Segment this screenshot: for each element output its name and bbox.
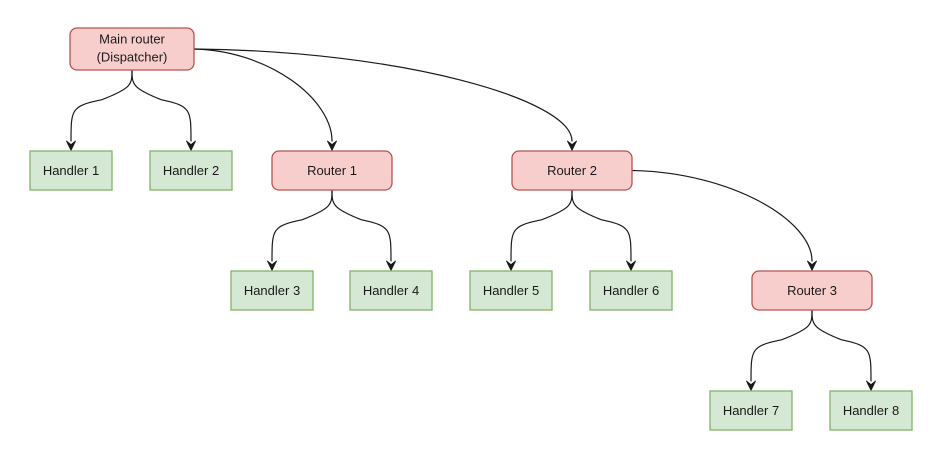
handler-box[interactable] xyxy=(230,270,314,311)
edge-main-router-to-handler-1 xyxy=(66,69,133,151)
edge-line xyxy=(193,48,573,142)
arrow-head-icon xyxy=(66,140,76,151)
handler-box[interactable] xyxy=(589,270,673,311)
edge-line xyxy=(571,189,632,262)
node-handler-4[interactable]: Handler 4 xyxy=(349,270,433,311)
node-main-router[interactable]: Main router(Dispatcher) xyxy=(69,27,195,71)
router-box[interactable] xyxy=(511,150,633,191)
node-handler-2[interactable]: Handler 2 xyxy=(149,150,233,191)
node-handler-8[interactable]: Handler 8 xyxy=(829,390,913,431)
edge-line xyxy=(750,309,813,382)
node-router-2[interactable]: Router 2 xyxy=(511,150,633,191)
handler-box[interactable] xyxy=(709,390,793,431)
arrow-head-icon xyxy=(506,260,516,271)
edge-router-2-to-handler-6 xyxy=(571,189,636,271)
arrow-head-icon xyxy=(626,260,636,271)
router-box[interactable] xyxy=(751,270,873,311)
edge-router-1-to-handler-4 xyxy=(331,189,396,271)
handler-box[interactable] xyxy=(349,270,433,311)
edge-line xyxy=(331,189,392,262)
arrow-head-icon xyxy=(267,260,277,271)
arrow-head-icon xyxy=(327,140,337,151)
edge-line xyxy=(271,189,333,262)
node-layer: Main router(Dispatcher) Handler 1 Handler … xyxy=(29,27,913,431)
arrow-head-icon xyxy=(567,140,577,151)
node-handler-6[interactable]: Handler 6 xyxy=(589,270,673,311)
edge-main-router-to-router-2 xyxy=(193,48,577,151)
handler-box[interactable] xyxy=(149,150,233,191)
node-handler-3[interactable]: Handler 3 xyxy=(230,270,314,311)
edge-router-2-to-router-3 xyxy=(631,169,817,271)
node-handler-1[interactable]: Handler 1 xyxy=(29,150,113,191)
arrow-head-icon xyxy=(746,380,756,391)
arrow-head-icon xyxy=(866,380,876,391)
node-router-1[interactable]: Router 1 xyxy=(271,150,393,191)
router-box[interactable] xyxy=(271,150,393,191)
edge-line xyxy=(70,69,133,142)
handler-box[interactable] xyxy=(469,270,553,311)
edge-router-3-to-handler-8 xyxy=(811,309,876,391)
arrow-head-icon xyxy=(186,140,196,151)
edge-layer xyxy=(66,48,876,391)
edge-line xyxy=(510,189,573,262)
router-box[interactable] xyxy=(69,27,195,71)
edge-main-router-to-handler-2 xyxy=(131,69,196,151)
arrow-head-icon xyxy=(807,260,817,271)
edge-main-router-to-router-1 xyxy=(193,48,337,151)
edge-line xyxy=(193,48,333,142)
node-router-3[interactable]: Router 3 xyxy=(751,270,873,311)
edge-router-3-to-handler-7 xyxy=(746,309,813,391)
arrow-head-icon xyxy=(386,260,396,271)
node-handler-7[interactable]: Handler 7 xyxy=(709,390,793,431)
edge-router-2-to-handler-5 xyxy=(506,189,573,271)
handler-box[interactable] xyxy=(829,390,913,431)
node-handler-5[interactable]: Handler 5 xyxy=(469,270,553,311)
edge-router-1-to-handler-3 xyxy=(267,189,333,271)
handler-box[interactable] xyxy=(29,150,113,191)
edge-line xyxy=(131,69,192,142)
edge-line xyxy=(631,169,813,262)
edge-line xyxy=(811,309,872,382)
